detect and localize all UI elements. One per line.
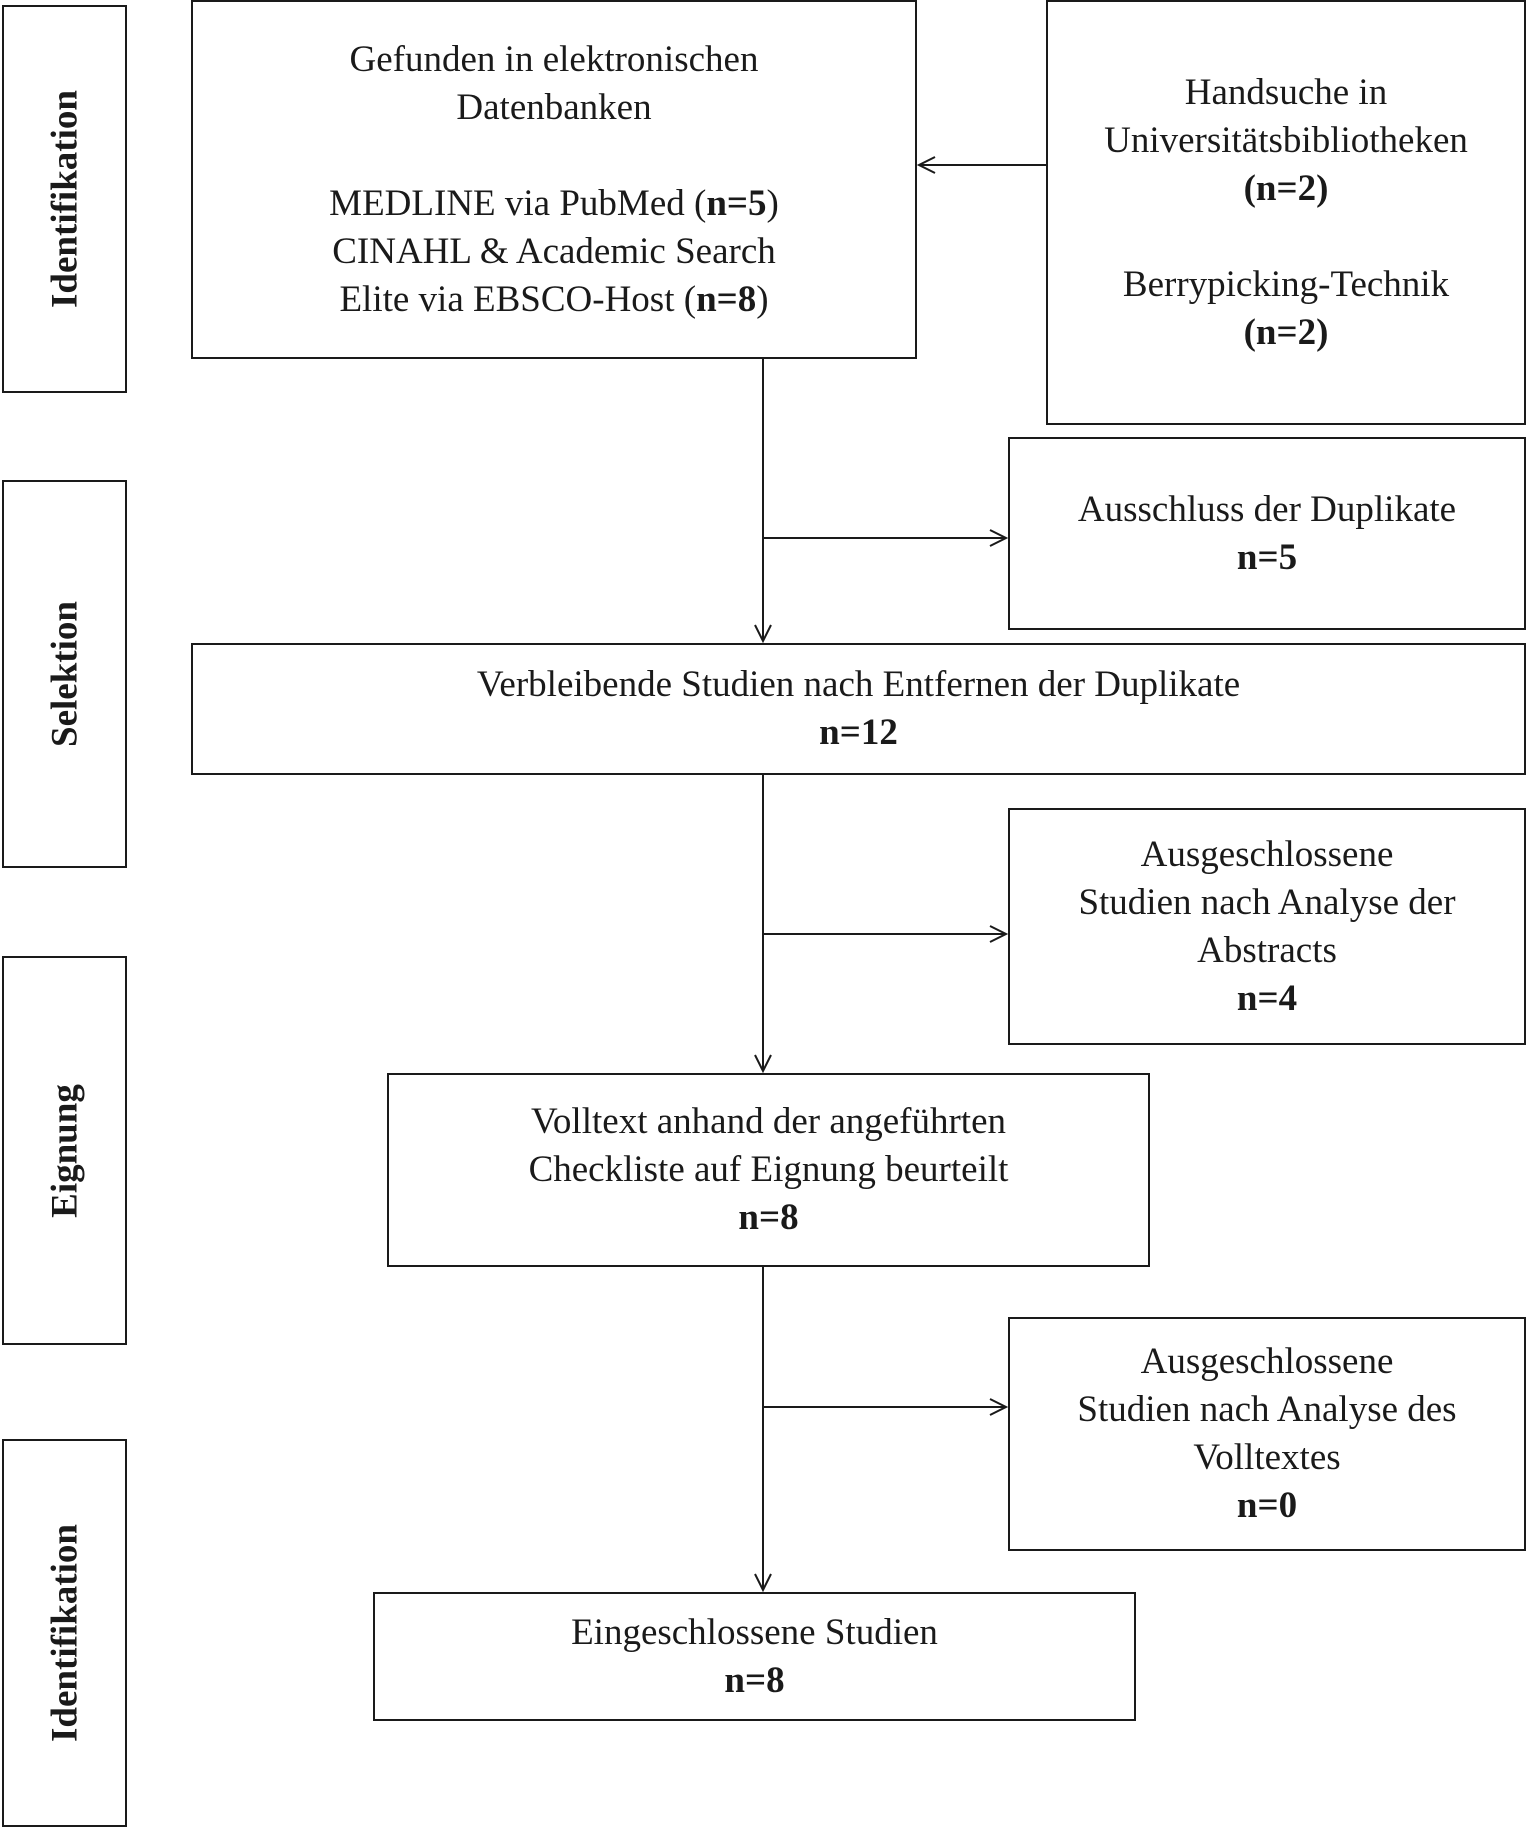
duplicates-excluded-box: Ausschluss der Duplikate n=5 xyxy=(1008,437,1526,630)
duplicates-excluded-count: n=5 xyxy=(1236,536,1298,578)
berrypicking-line: Berrypicking-Technik xyxy=(1122,263,1450,305)
fulltext-excluded-line1: Ausgeschlossene xyxy=(1140,1341,1394,1382)
stage-selection: Selektion xyxy=(2,480,127,868)
manual-search-box: Handsuche in Universitätsbibliotheken (n… xyxy=(1046,0,1526,425)
remaining-studies-count: n=12 xyxy=(819,712,898,753)
fulltext-assessed-box: Volltext anhand der angeführten Checklis… xyxy=(387,1073,1150,1267)
cinahl-line: CINAHL & Academic Search xyxy=(332,230,776,272)
fulltext-assessed-count: n=8 xyxy=(738,1197,799,1238)
ebsco-line: Elite via EBSCO-Host (n=8) xyxy=(339,278,769,320)
fulltext-assessed-line1: Volltext anhand der angeführten xyxy=(530,1101,1007,1142)
manual-line1: Handsuche in xyxy=(1184,71,1388,113)
included-studies-box: Eingeschlossene Studien n=8 xyxy=(373,1592,1136,1721)
stage-identification: Identifikation xyxy=(2,5,127,393)
databases-title-line1: Gefunden in elektronischen xyxy=(349,38,759,80)
abstract-excluded-line3: Abstracts xyxy=(1197,929,1337,971)
remaining-studies-label: Verbleibende Studien nach Entfernen der … xyxy=(476,664,1241,705)
medline-line: MEDLINE via PubMed (n=5) xyxy=(329,182,779,224)
fulltext-excluded-line3: Volltextes xyxy=(1193,1437,1341,1478)
fulltext-excluded-line2: Studien nach Analyse des xyxy=(1077,1389,1457,1430)
duplicates-excluded-label: Ausschluss der Duplikate xyxy=(1077,488,1457,530)
manual-count: (n=2) xyxy=(1243,167,1329,209)
included-studies-count: n=8 xyxy=(724,1659,785,1701)
abstract-excluded-line1: Ausgeschlossene xyxy=(1140,833,1394,875)
stage-eligibility: Eignung xyxy=(2,956,127,1345)
abstract-excluded-box: Ausgeschlossene Studien nach Analyse der… xyxy=(1008,808,1526,1045)
databases-title-line2: Datenbanken xyxy=(456,86,652,128)
ebsco-count: n=8 xyxy=(696,278,757,320)
remaining-studies-box: Verbleibende Studien nach Entfernen der … xyxy=(191,643,1526,775)
included-studies-label: Eingeschlossene Studien xyxy=(571,1611,938,1653)
stage-inclusion: Identifikation xyxy=(2,1439,127,1827)
fulltext-excluded-box: Ausgeschlossene Studien nach Analyse des… xyxy=(1008,1317,1526,1551)
medline-count: n=5 xyxy=(706,182,767,224)
abstract-excluded-line2: Studien nach Analyse der xyxy=(1078,881,1456,923)
berrypicking-count: (n=2) xyxy=(1243,311,1329,353)
fulltext-assessed-line2: Checkliste auf Eignung beurteilt xyxy=(528,1149,1009,1190)
databases-box: Gefunden in elektronischen Datenbanken M… xyxy=(191,0,917,359)
fulltext-excluded-count: n=0 xyxy=(1236,1485,1298,1526)
manual-line2: Universitätsbibliotheken xyxy=(1104,119,1468,161)
abstract-excluded-count: n=4 xyxy=(1236,977,1298,1019)
